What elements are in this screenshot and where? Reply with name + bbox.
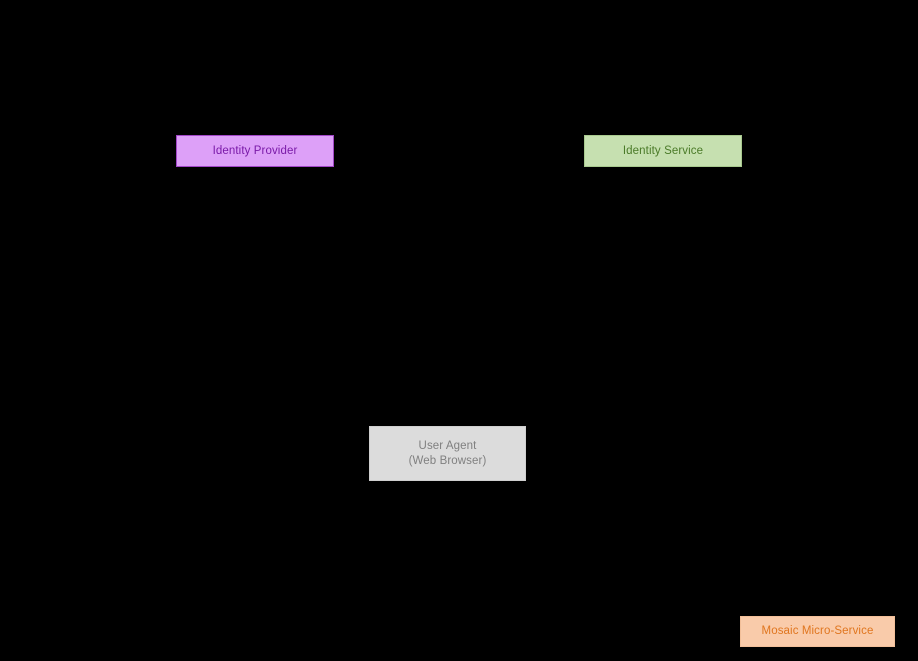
edge-user-agent-identity-service — [469, 167, 664, 426]
node-identity-service-label: Identity Service — [622, 144, 704, 157]
edge-user-agent-identity-provider — [254, 167, 421, 426]
node-user-agent[interactable]: User Agent (Web Browser) — [369, 426, 526, 481]
edge-user-agent-mosaic-micro-service — [469, 481, 740, 633]
edge-identity-service-mosaic-micro-service — [742, 150, 818, 616]
node-user-agent-label: User Agent (Web Browser) — [408, 439, 487, 467]
node-mosaic-micro-service-label: Mosaic Micro-Service — [761, 625, 874, 637]
node-identity-provider-label: Identity Provider — [212, 144, 298, 157]
node-identity-service[interactable]: Identity Service — [584, 135, 742, 167]
node-mosaic-micro-service[interactable]: Mosaic Micro-Service — [740, 616, 895, 647]
node-identity-provider[interactable]: Identity Provider — [176, 135, 334, 167]
